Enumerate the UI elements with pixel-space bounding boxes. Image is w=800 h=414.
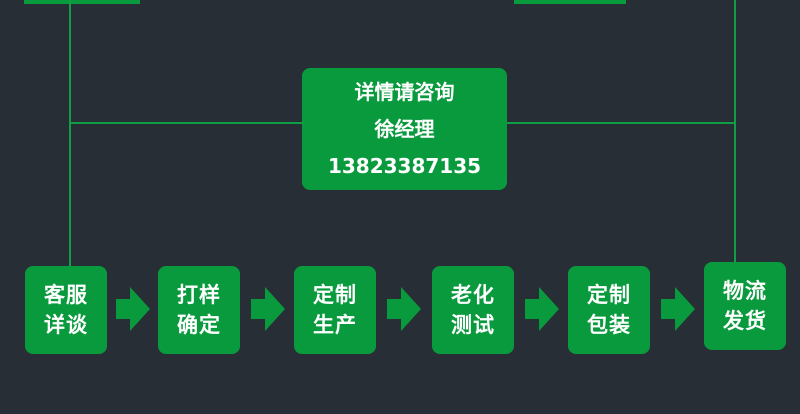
step-label-line1: 物流 [723, 279, 767, 303]
step-label-line1: 打样 [177, 283, 221, 307]
step-label-line2: 生产 [313, 313, 357, 337]
right-arrow-icon [525, 287, 559, 331]
right-arrow-icon [387, 287, 421, 331]
right-arrow-icon [661, 287, 695, 331]
contact-box: 详情请咨询 徐经理 13823387135 [302, 68, 507, 190]
step-label-line1: 定制 [313, 283, 357, 307]
step-custom-packaging: 定制 包装 [568, 266, 650, 354]
step-label-line2: 详谈 [44, 313, 88, 337]
contact-heading: 详情请咨询 [354, 79, 455, 104]
step-label-line1: 客服 [44, 283, 88, 307]
top-left-partial-box [24, 0, 140, 4]
step-label-line1: 定制 [587, 283, 631, 307]
step-customer-consultation: 客服 详谈 [25, 266, 107, 354]
step-aging-test: 老化 测试 [432, 266, 514, 354]
right-arrow-icon [251, 287, 285, 331]
right-vertical-connector [734, 0, 736, 262]
step-custom-production: 定制 生产 [294, 266, 376, 354]
step-label-line2: 确定 [177, 313, 221, 337]
step-label-line2: 测试 [451, 313, 495, 337]
step-label-line2: 包装 [587, 313, 631, 337]
left-vertical-connector [69, 0, 71, 266]
contact-phone: 13823387135 [327, 153, 482, 178]
top-right-partial-box [514, 0, 626, 4]
left-horizontal-connector [70, 122, 302, 124]
step-label-line2: 发货 [723, 309, 767, 333]
step-label-line1: 老化 [451, 283, 495, 307]
step-sample-confirmation: 打样 确定 [158, 266, 240, 354]
right-horizontal-connector [507, 122, 735, 124]
right-arrow-icon [116, 287, 150, 331]
step-logistics-delivery: 物流 发货 [704, 262, 786, 350]
contact-name: 徐经理 [374, 116, 435, 141]
